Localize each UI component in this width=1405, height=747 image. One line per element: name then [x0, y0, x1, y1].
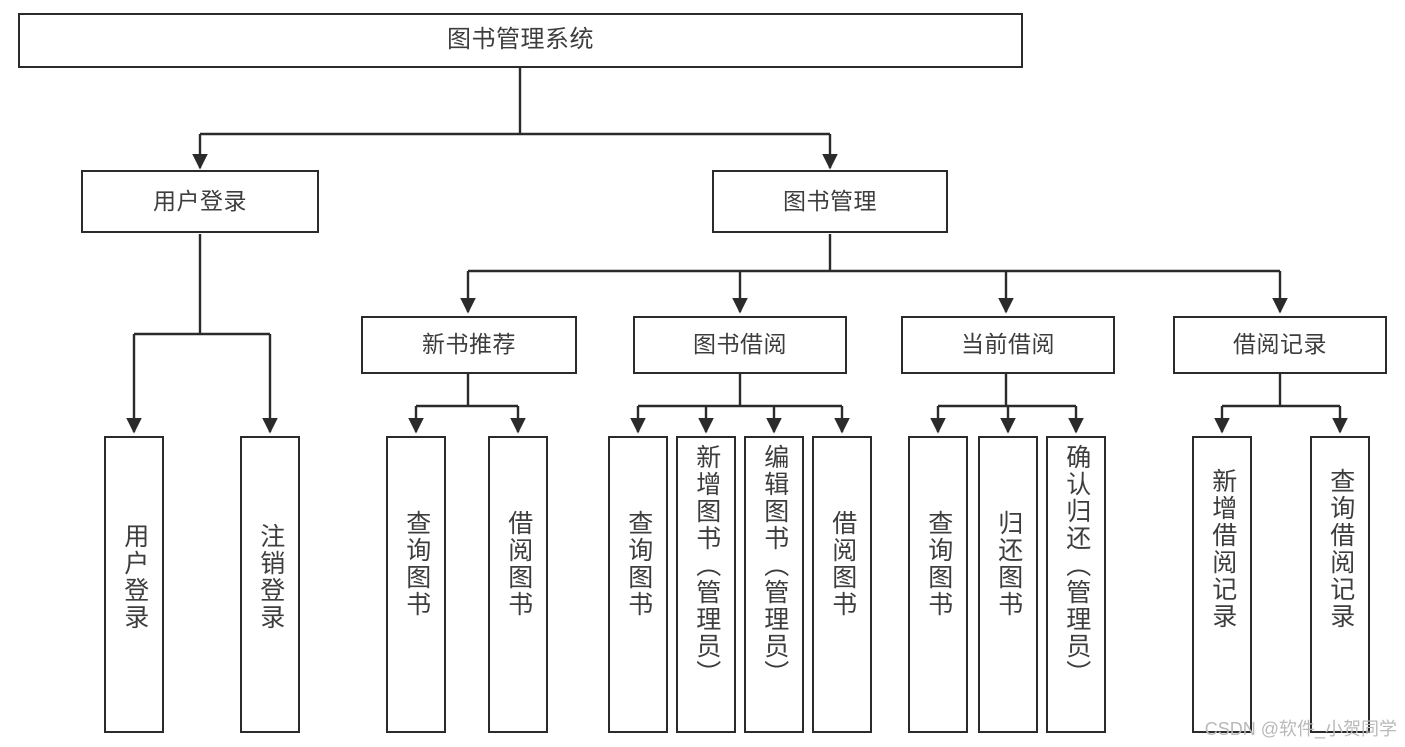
- leaf-user-login[interactable]: 用户登录: [104, 436, 164, 733]
- node-label: 新书推荐: [422, 331, 516, 358]
- node-new-book-recommendation[interactable]: 新书推荐: [361, 316, 577, 374]
- node-label: 新增图书（管理员）: [692, 444, 721, 687]
- node-label: 确认归还（管理员）: [1062, 444, 1091, 687]
- node-label: 借阅记录: [1233, 331, 1327, 358]
- leaf-borrow-book-new-rec[interactable]: 借阅图书: [488, 436, 548, 733]
- node-current-borrowing[interactable]: 当前借阅: [901, 316, 1115, 374]
- node-label: 查询借阅记录: [1326, 468, 1355, 630]
- node-book-borrowing[interactable]: 图书借阅: [633, 316, 847, 374]
- node-label: 查询图书: [624, 510, 653, 618]
- node-label: 新增借阅记录: [1208, 468, 1237, 630]
- leaf-user-logout[interactable]: 注销登录: [240, 436, 300, 733]
- leaf-return-book[interactable]: 归还图书: [978, 436, 1038, 733]
- node-root-book-management-system[interactable]: 图书管理系统: [18, 13, 1023, 68]
- leaf-edit-book-admin[interactable]: 编辑图书（管理员）: [744, 436, 804, 733]
- node-borrowing-record[interactable]: 借阅记录: [1173, 316, 1387, 374]
- csdn-watermark: CSDN @软件_小贺同学: [1204, 719, 1397, 739]
- node-label: 图书管理系统: [447, 26, 594, 54]
- node-user-login[interactable]: 用户登录: [81, 170, 319, 233]
- node-label: 图书管理: [783, 187, 877, 214]
- node-label: 注销登录: [256, 523, 285, 631]
- node-book-management[interactable]: 图书管理: [712, 170, 948, 233]
- node-label: 用户登录: [153, 187, 247, 214]
- leaf-query-borrow-record[interactable]: 查询借阅记录: [1310, 436, 1370, 733]
- node-label: 用户登录: [120, 523, 149, 631]
- node-label: 查询图书: [402, 510, 431, 618]
- node-label: 当前借阅: [961, 331, 1055, 358]
- node-label: 编辑图书（管理员）: [760, 444, 789, 687]
- node-label: 查询图书: [924, 510, 953, 618]
- node-label: 借阅图书: [504, 510, 533, 618]
- leaf-borrow-book-borrow[interactable]: 借阅图书: [812, 436, 872, 733]
- node-label: 图书借阅: [693, 331, 787, 358]
- leaf-query-book-current[interactable]: 查询图书: [908, 436, 968, 733]
- leaf-add-book-admin[interactable]: 新增图书（管理员）: [676, 436, 736, 733]
- leaf-query-book-new-rec[interactable]: 查询图书: [386, 436, 446, 733]
- leaf-add-borrow-record[interactable]: 新增借阅记录: [1192, 436, 1252, 733]
- node-label: 借阅图书: [828, 510, 857, 618]
- leaf-confirm-return-admin[interactable]: 确认归还（管理员）: [1046, 436, 1106, 733]
- leaf-query-book-borrow[interactable]: 查询图书: [608, 436, 668, 733]
- node-label: 归还图书: [994, 510, 1023, 618]
